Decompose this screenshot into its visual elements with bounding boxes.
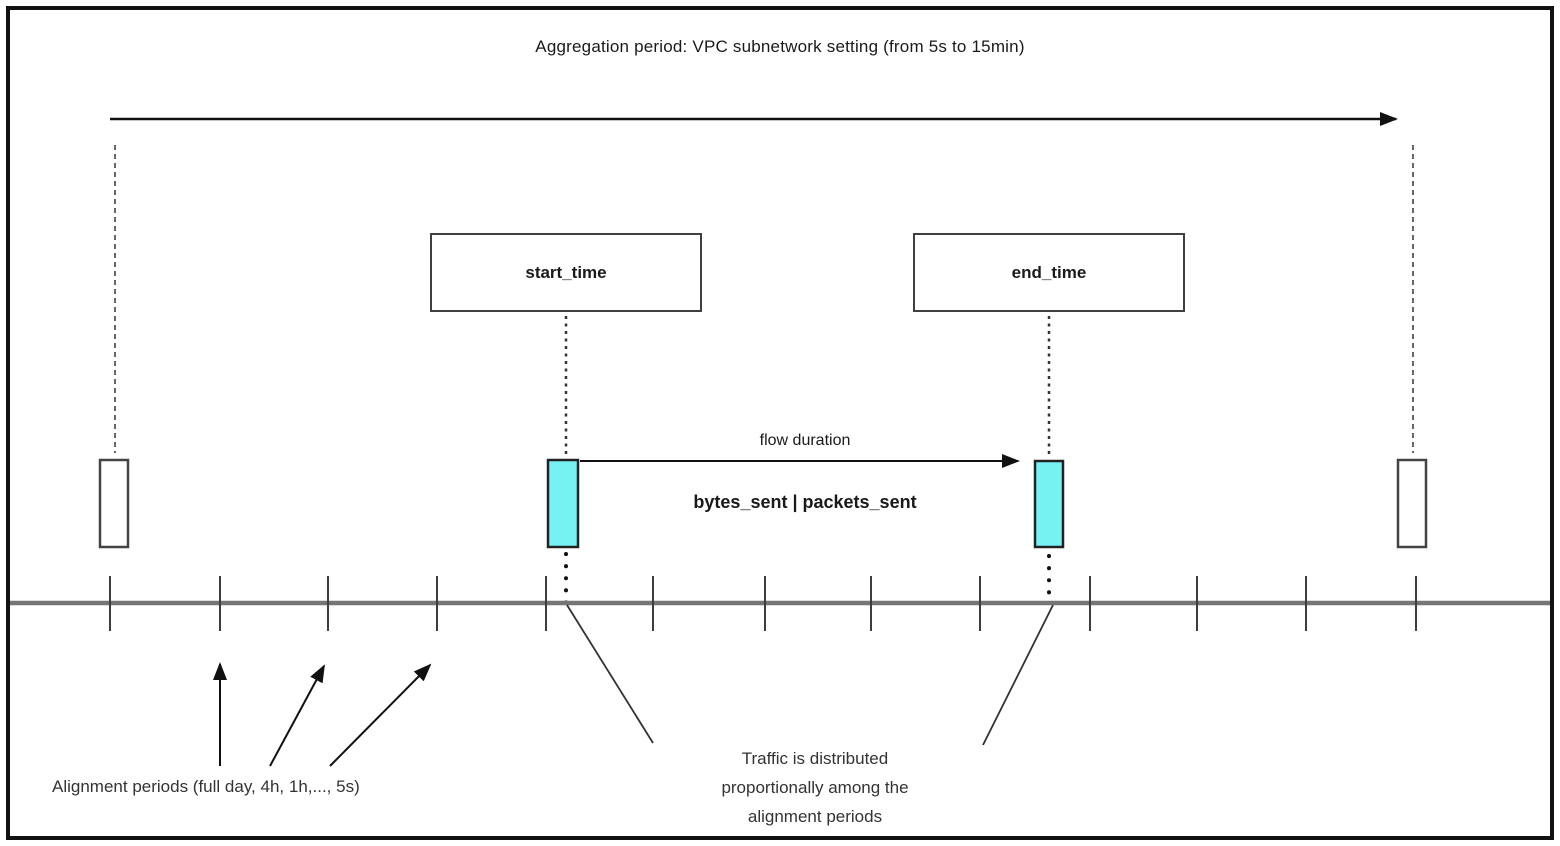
alignment-arrow-3 (329, 663, 432, 767)
end-time-label: end_time (1011, 262, 1087, 282)
traffic-note-pointer-left (566, 604, 654, 744)
end-time-interval-marker (1033, 459, 1065, 549)
diagram-frame (6, 6, 1554, 840)
start-time-box: start_time (430, 233, 702, 312)
start-time-interval-marker (546, 458, 580, 549)
left-boundary-interval-marker (98, 458, 130, 549)
alignment-periods-label: Alignment periods (full day, 4h, 1h,...,… (52, 777, 360, 796)
start-time-label: start_time (525, 262, 607, 282)
timeline-ticks (109, 576, 1417, 631)
diagram-title: Aggregation period: VPC subnetwork setti… (535, 37, 1025, 56)
traffic-note-pointer-right (982, 604, 1054, 746)
alignment-arrow-2 (269, 664, 325, 767)
right-boundary-interval-marker (1396, 458, 1428, 549)
end-time-box: end_time (913, 233, 1185, 312)
metrics-label: bytes_sent | packets_sent (693, 492, 917, 512)
flow-duration-label: flow duration (759, 432, 851, 449)
traffic-distribution-note: Traffic is distributed proportionally am… (721, 749, 909, 826)
